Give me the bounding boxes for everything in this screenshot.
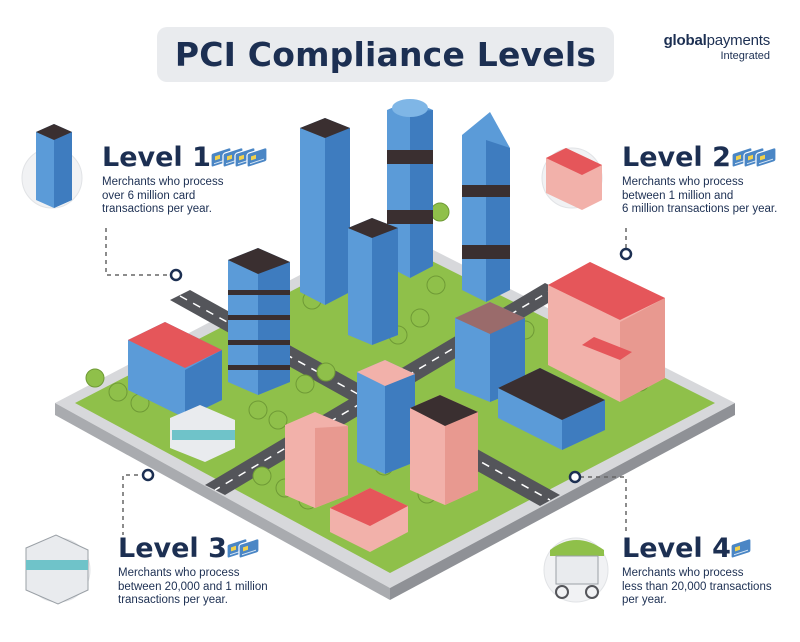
trees (85, 202, 650, 510)
credit-cards-icon (210, 147, 268, 168)
office-center-front (410, 395, 478, 505)
title-banner: PCI Compliance Levels (157, 27, 614, 82)
level-1-description: Merchants who process over 6 million car… (102, 176, 224, 215)
level1-building-icon (21, 124, 83, 209)
level-2-block: Level 2 Merchants who process between 1 … (622, 143, 777, 217)
office-low-left (128, 322, 222, 418)
level-4-block: Level 4 Merchants who process less than … (622, 534, 772, 608)
connector-dots (141, 247, 633, 484)
level-2-description: Merchants who process between 1 million … (622, 176, 778, 215)
level-1-cards (210, 145, 274, 174)
credit-cards-icon (730, 538, 752, 559)
brand-logo: globalpayments Integrated (663, 32, 771, 62)
office-center (357, 360, 415, 474)
level-3-cards (226, 536, 266, 565)
cafe-left (170, 405, 235, 462)
office-low-right (498, 368, 605, 450)
apartment-left (228, 248, 290, 395)
credit-card-icon (755, 147, 777, 168)
credit-card-icon (238, 538, 260, 559)
level4-cart-icon (543, 537, 609, 603)
office-center-right (455, 302, 525, 402)
level-1-title: Level 1 (102, 142, 211, 173)
credit-cards-icon (226, 538, 260, 559)
page-title: PCI Compliance Levels (174, 35, 597, 74)
credit-card-icon (246, 147, 268, 168)
level-3-title: Level 3 (118, 533, 227, 564)
level-1-block: Level 1 Merchants who process over 6 mil… (102, 143, 223, 217)
tower-mid (387, 99, 433, 278)
tower-left (300, 118, 350, 305)
level2-hotel-icon (541, 147, 603, 210)
brand-name-rest: payments (706, 32, 771, 49)
level-3-block: Level 3 Merchants who process between 20… (118, 534, 268, 608)
connectors (105, 228, 627, 535)
level-3-description: Merchants who process between 20,000 and… (118, 567, 268, 606)
shop-pink (285, 412, 348, 508)
credit-cards-icon (731, 147, 777, 168)
level-4-description: Merchants who process less than 20,000 t… (622, 567, 772, 606)
level-4-title: Level 4 (622, 533, 731, 564)
brand-name-bold: global (663, 32, 707, 49)
tower-center (348, 218, 398, 345)
level-4-cards (730, 536, 758, 565)
restaurant-front (330, 488, 408, 552)
level-2-cards (731, 145, 783, 174)
level-2-title: Level 2 (622, 142, 731, 173)
hotel-right (548, 262, 665, 402)
level3-cafe-icon (25, 534, 91, 605)
tower-right (462, 112, 510, 302)
brand-subtitle: Integrated (720, 50, 770, 62)
credit-card-icon (730, 538, 752, 559)
